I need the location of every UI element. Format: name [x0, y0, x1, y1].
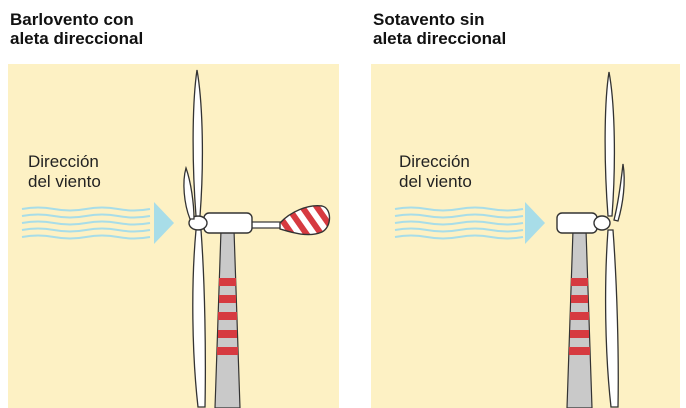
- title-upwind-line-2: aleta direccional: [10, 29, 144, 48]
- title-upwind: Barlovento con aleta direccional: [10, 10, 143, 48]
- arrow-right-icon: [525, 202, 545, 244]
- wind-turbine-icon: [604, 71, 625, 408]
- downwind-panel: Dirección del viento: [371, 64, 680, 408]
- wind-turbine-icon: [183, 69, 207, 408]
- wind-label-line-1: Dirección: [28, 152, 99, 171]
- title-downwind-line-1: Sotavento sin: [373, 10, 485, 29]
- tower: [214, 229, 241, 408]
- wind-label-line-2: del viento: [28, 172, 101, 191]
- nacelle: [556, 212, 611, 234]
- upwind-turbine-illustration: [8, 64, 339, 408]
- arrow-right-icon: [154, 202, 174, 244]
- wind-direction-label-upwind: Dirección del viento: [28, 152, 101, 192]
- wind-lines-icon: [394, 206, 524, 240]
- title-downwind-line-2: aleta direccional: [373, 29, 507, 48]
- wind-label-line-2: del viento: [399, 172, 472, 191]
- upwind-panel: Dirección del viento: [8, 64, 339, 408]
- panel-background: [8, 64, 339, 408]
- title-downwind: Sotavento sin aleta direccional: [373, 10, 506, 48]
- wind-label-line-1: Dirección: [399, 152, 470, 171]
- wind-direction-label-downwind: Dirección del viento: [399, 152, 472, 192]
- downwind-turbine-illustration: [371, 64, 680, 408]
- title-upwind-line-1: Barlovento con: [10, 10, 134, 29]
- wind-lines-icon: [21, 206, 151, 240]
